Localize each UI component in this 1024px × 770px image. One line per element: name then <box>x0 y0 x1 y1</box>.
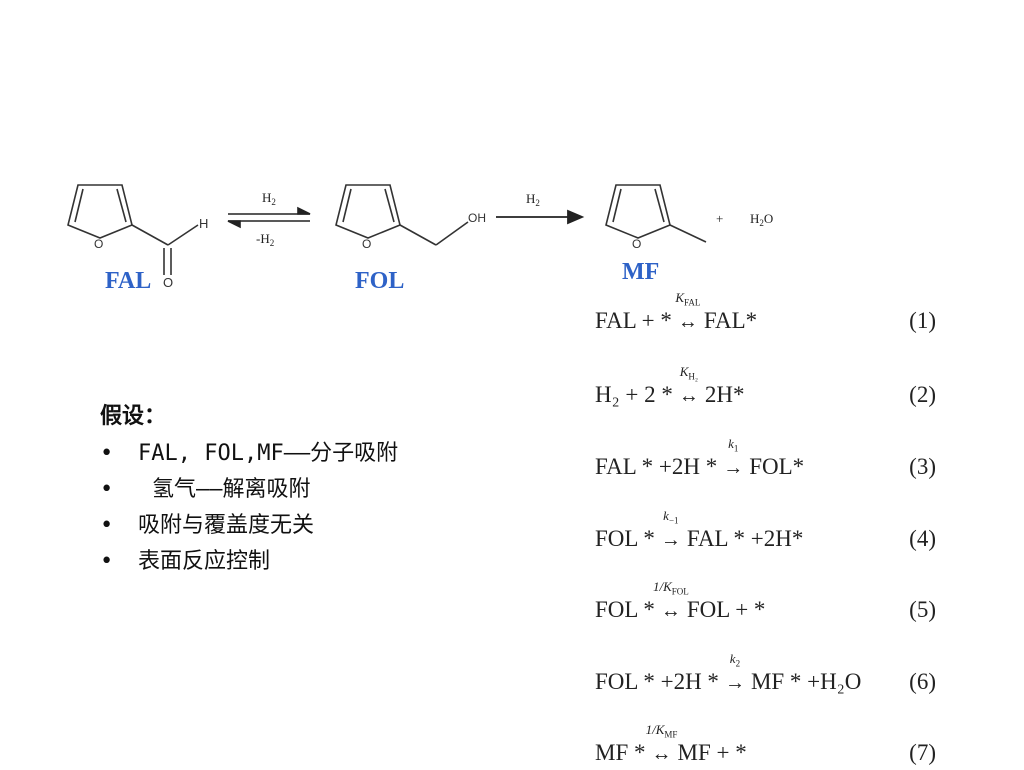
equation-number: (6) <box>909 669 936 694</box>
equation-number: (4) <box>909 526 936 551</box>
fol-hydroxyl: OH <box>468 211 486 225</box>
equation-number: (3) <box>909 454 936 479</box>
mf-furan-ring <box>605 184 707 243</box>
equation-number: (5) <box>909 597 936 622</box>
equation-lhs: H₂ + 2 * <box>595 382 673 407</box>
equilibrium-symbol: 1/KFOL↔ <box>652 579 689 622</box>
equation-number: (2) <box>909 382 936 407</box>
fol-furan-ring <box>335 184 469 246</box>
equation-lhs: MF * <box>595 740 646 765</box>
fal-furan-ring <box>67 184 199 275</box>
equilibrium-symbol: KFAL↔ <box>675 290 701 333</box>
step1-reagent-bottom: -H2 <box>256 231 274 248</box>
fol-label: FOL <box>355 268 405 294</box>
forward-arrow <box>496 209 585 225</box>
bullet-icon: • <box>100 477 114 502</box>
step1-reagent-top: H2 <box>262 190 276 207</box>
equation-lhs: FAL + * <box>595 308 672 333</box>
equation-rhs: FAL* <box>703 308 758 333</box>
equilibrium-symbol: KH₂↔ <box>678 364 699 407</box>
fol-ring-oxygen: O <box>362 237 371 251</box>
water-byproduct: H2O <box>750 211 773 228</box>
assumption-item: • 氢气——解离吸附 <box>100 472 398 508</box>
equilibrium-symbol: 1/KMF↔ <box>645 722 678 765</box>
bullet-icon: • <box>100 441 114 466</box>
bullet-icon: • <box>100 549 114 574</box>
equation-rhs: 2H* <box>704 382 745 407</box>
equation-7: MF *1/KMF↔MF + * (7) <box>595 722 940 770</box>
equation-number: (7) <box>909 740 936 765</box>
fal-aldehyde-h: H <box>199 216 208 231</box>
rate-arrow: k1→ <box>723 436 744 479</box>
fal-ring-oxygen: O <box>94 237 103 251</box>
assumption-item: • 表面反应控制 <box>100 544 398 580</box>
equation-3: FAL * +2H *k1→FOL* (3) <box>595 436 940 484</box>
assumption-text: 氢气——解离吸附 <box>152 477 311 502</box>
assumption-item: • 吸附与覆盖度无关 <box>100 508 398 544</box>
mf-ring-oxygen: O <box>632 237 641 251</box>
assumption-item: • FAL, FOL,MF——分子吸附 <box>100 436 398 472</box>
rate-arrow: k2→ <box>724 651 745 694</box>
equation-6: FOL * +2H *k2→MF * +H₂O (6) <box>595 651 940 699</box>
equation-4: FOL *k−1→FAL * +2H* (4) <box>595 508 940 556</box>
assumption-text: FAL, FOL,MF——分子吸附 <box>138 441 399 466</box>
equation-2: H₂ + 2 *KH₂↔2H* (2) <box>595 364 940 412</box>
equation-lhs: FOL * <box>595 526 655 551</box>
equation-lhs: FOL * +2H * <box>595 669 719 694</box>
equation-number: (1) <box>909 308 936 333</box>
assumptions-block: 假设： • FAL, FOL,MF——分子吸附 • 氢气——解离吸附 • 吸附与覆盖度… <box>100 398 398 580</box>
equation-lhs: FOL * <box>595 597 655 622</box>
assumption-text: 吸附与覆盖度无关 <box>138 513 315 538</box>
assumptions-heading: 假设： <box>100 404 167 429</box>
bullet-icon: • <box>100 513 114 538</box>
equation-lhs: FAL * +2H * <box>595 454 718 479</box>
reaction-scheme: O H O H2 -H2 O OH H2 O + H2O <box>67 184 773 290</box>
equation-rhs: FAL * +2H* <box>686 526 804 551</box>
mf-label: MF <box>622 259 660 285</box>
equation-rhs: MF + * <box>677 740 747 765</box>
fal-label: FAL <box>105 268 152 294</box>
equation-5: FOL *1/KFOL↔FOL + * (5) <box>595 579 940 627</box>
fal-aldehyde-o: O <box>163 275 173 290</box>
assumption-text: 表面反应控制 <box>138 549 271 574</box>
equation-1: FAL + *KFAL↔FAL* (1) <box>595 290 940 338</box>
plus-sign: + <box>716 211 723 226</box>
equation-rhs: FOL + * <box>686 597 766 622</box>
equilibrium-arrow <box>227 206 311 229</box>
rate-arrow: k−1→ <box>660 508 681 551</box>
step2-reagent: H2 <box>526 191 540 208</box>
equation-rhs: FOL* <box>749 454 805 479</box>
equation-rhs: MF * +H₂O <box>750 669 862 694</box>
